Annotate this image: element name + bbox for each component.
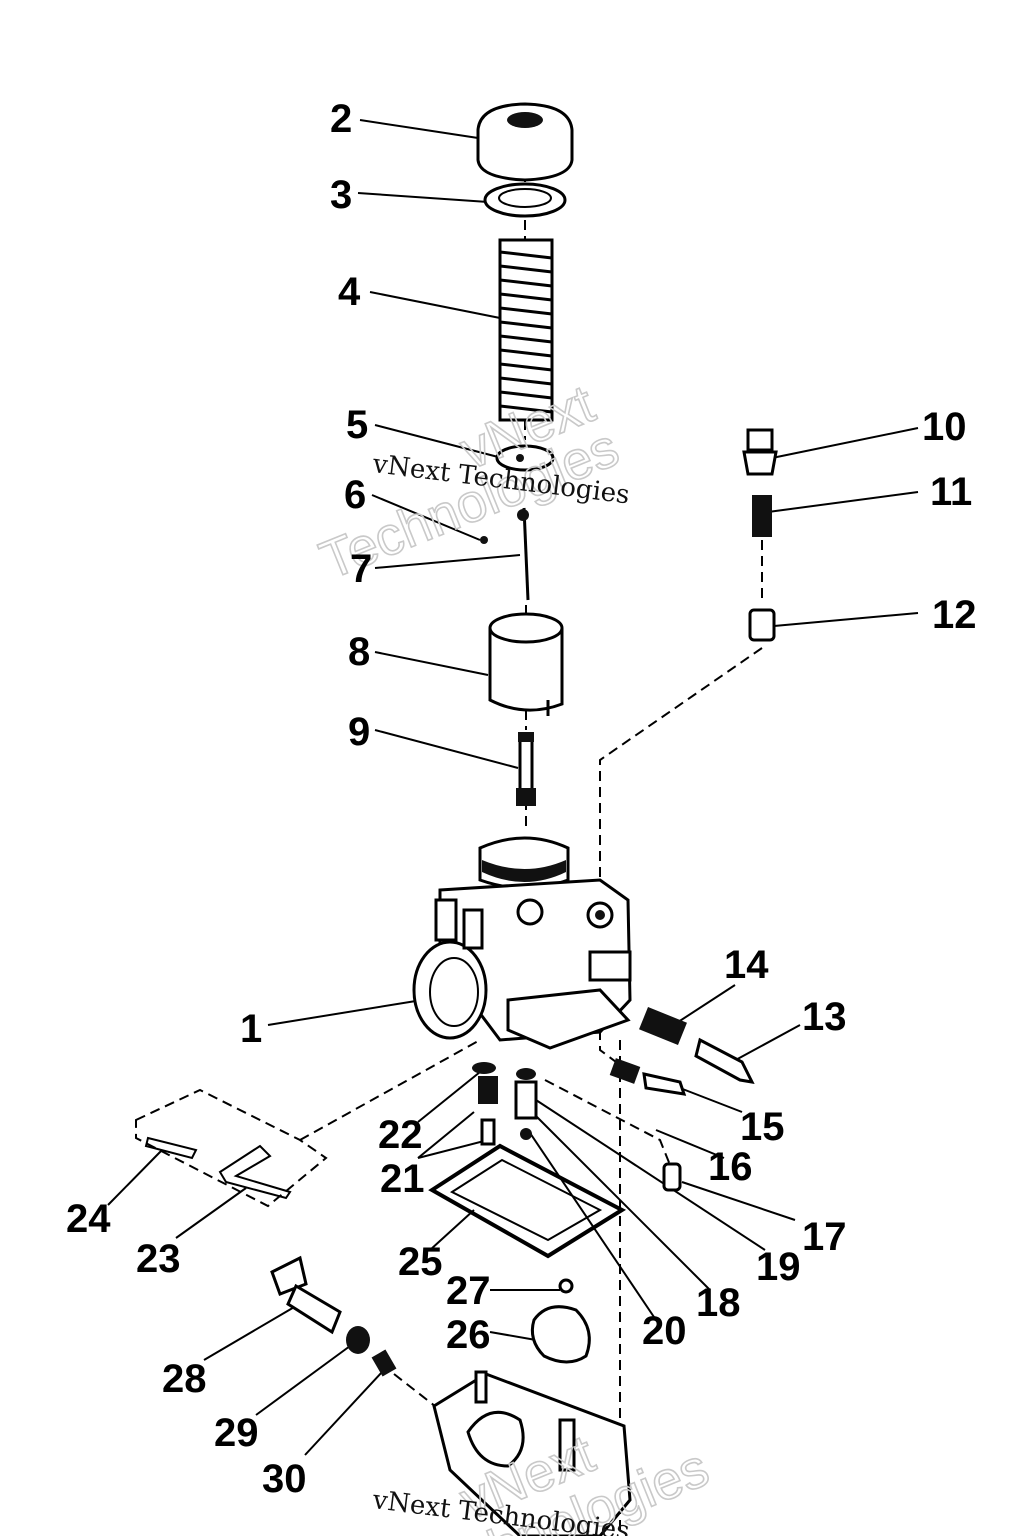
- callout-23: 23: [136, 1237, 181, 1281]
- callout-12: 12: [932, 593, 977, 637]
- part-13-screw: [694, 1037, 755, 1084]
- part-12-plunger: [748, 608, 776, 642]
- part-6-clip: [480, 536, 488, 544]
- callout-21: 21: [380, 1157, 425, 1201]
- part-2-cap: [476, 102, 574, 182]
- assembly-paths: [135, 172, 763, 1536]
- callout-30: 30: [262, 1457, 307, 1501]
- callout-19: 19: [756, 1245, 801, 1289]
- callout-20: 20: [642, 1309, 687, 1353]
- part-11-spring: [752, 495, 772, 537]
- callout-4: 4: [338, 270, 361, 314]
- watermark-bottom: vNext Technologies vNext Technologies: [370, 1423, 717, 1536]
- part-15-idle-screw: [609, 1058, 687, 1096]
- part-26-float: [530, 1305, 591, 1364]
- callout-3: 3: [330, 173, 352, 217]
- callout-22: 22: [378, 1113, 423, 1157]
- callout-9: 9: [348, 710, 370, 754]
- part-1-carburetor-body: [412, 836, 632, 1050]
- callout-28: 28: [162, 1357, 207, 1401]
- callout-1: 1: [240, 1007, 262, 1051]
- callout-2: 2: [330, 97, 352, 141]
- callout-16: 16: [708, 1145, 753, 1189]
- part-29-washer: [346, 1326, 370, 1354]
- callout-5: 5: [346, 403, 368, 447]
- callout-6: 6: [344, 473, 366, 517]
- part-3-washer: [483, 182, 567, 218]
- callout-13: 13: [802, 995, 847, 1039]
- callout-18: 18: [696, 1281, 741, 1325]
- callout-29: 29: [214, 1411, 259, 1455]
- part-17-plug: [662, 1162, 682, 1192]
- part-4-spring: [498, 238, 554, 422]
- callouts: 2 3 4 5 6 7 8 9 10 11 12 1 14 13 15 16 1…: [66, 97, 977, 1501]
- part-9-jet-needle: [516, 732, 536, 806]
- callout-10: 10: [922, 405, 967, 449]
- part-8-throttle-valve: [488, 612, 564, 716]
- part-5-plate: [495, 444, 555, 472]
- part-23-24-bracket: [144, 1136, 292, 1200]
- callout-8: 8: [348, 630, 370, 674]
- callout-27: 27: [446, 1269, 491, 1313]
- part-25-gasket: [428, 1143, 627, 1259]
- callout-15: 15: [740, 1105, 785, 1149]
- part-30-drain-screw: [371, 1349, 397, 1377]
- callout-24: 24: [66, 1197, 111, 1241]
- callout-11: 11: [930, 470, 972, 514]
- float-bowl: [432, 1370, 632, 1536]
- callout-14: 14: [724, 943, 769, 987]
- callout-17: 17: [802, 1215, 847, 1259]
- callout-25: 25: [398, 1240, 443, 1284]
- part-28-bolt: [270, 1255, 342, 1335]
- part-27-ball: [558, 1278, 574, 1294]
- part-21-22-jet: [472, 1062, 498, 1146]
- callout-26: 26: [446, 1313, 491, 1357]
- callout-7: 7: [350, 547, 372, 591]
- part-18-19-20-jet: [514, 1068, 538, 1140]
- part-14-spring: [639, 1007, 687, 1045]
- part-10-fitting: [742, 428, 778, 476]
- part-7-needle: [517, 507, 530, 601]
